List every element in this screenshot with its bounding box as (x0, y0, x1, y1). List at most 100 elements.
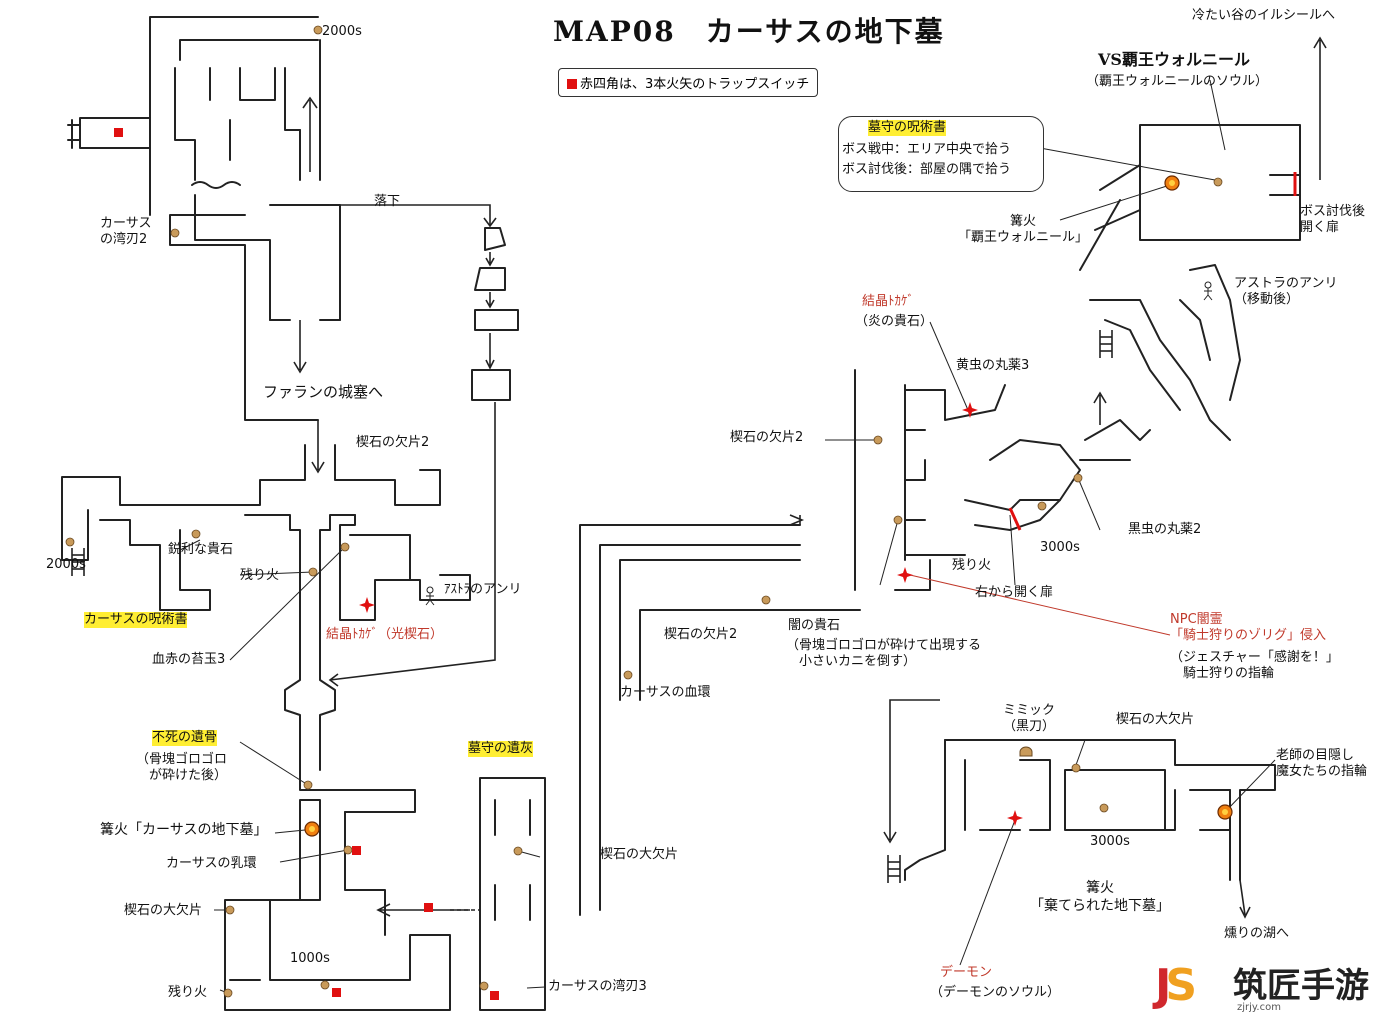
label-bonfire-wolnir: 篝火 「覇王ウォルニール」 (958, 214, 1089, 246)
item-marker-5 (340, 542, 350, 552)
label-souls-2000-left: 2000s (46, 557, 86, 572)
wall-segment-20 (854, 369, 1006, 591)
wall-segment-6 (61, 444, 306, 561)
item-marker-7 (343, 845, 353, 855)
label-large-titanite-1: 楔石の大欠片 (124, 903, 203, 918)
label-souls-2000-top: 2000s (322, 24, 362, 39)
item-marker-15 (873, 435, 883, 445)
item-marker-6 (303, 780, 313, 790)
wall-segment-24 (894, 554, 966, 591)
leader-line-0 (179, 539, 201, 551)
corridor-arrow (789, 514, 805, 526)
label-sharp-gem: 鋭利な貴石 (168, 542, 234, 557)
fall-arrowhead-3 (485, 292, 495, 309)
label-large-titanite-2: 楔石の大欠片 (600, 847, 679, 862)
watermark-mark: JS (1155, 960, 1197, 1011)
leader-line-21 (959, 819, 1016, 966)
leader-line-19 (1075, 739, 1086, 766)
item-marker-10 (320, 980, 330, 990)
enemy-star-icon-1 (962, 402, 978, 418)
wall-segment-8 (334, 444, 441, 506)
wall-segment-1 (174, 67, 301, 181)
fall-path-arrow (270, 204, 491, 225)
item-marker-17 (1073, 473, 1083, 483)
label-crystal-lizard-2-note: （炎の貴石） (855, 314, 934, 329)
label-mimic: ミミック （黒刀） (1003, 703, 1056, 735)
item-marker-12 (479, 981, 489, 991)
label-ember-3: 残り火 (952, 558, 992, 573)
label-titanite-shard-2-c: 楔石の欠片2 (730, 430, 804, 445)
leader-line-16 (1059, 184, 1171, 221)
ladder-lower-icon (887, 855, 901, 883)
item-marker-9 (223, 988, 233, 998)
wall-segment-16 (579, 524, 801, 916)
wall-segment-21 (904, 429, 926, 521)
wall-segment-17 (619, 559, 861, 701)
label-npc-phantom: NPC闇霊 「騎士狩りのゾリグ」侵入 (1170, 612, 1327, 644)
leader-line-5 (279, 849, 349, 863)
item-marker-1 (170, 228, 180, 238)
leader-line-17 (1209, 79, 1226, 151)
trap-switch-3 (332, 988, 341, 997)
label-undead-bone-shard: 不死の遺骨 (152, 730, 218, 747)
label-smouldering-lake: 燻りの湖へ (1224, 926, 1290, 941)
enemy-star-icon-2 (897, 567, 913, 583)
down-to-lower-arrow (883, 699, 940, 844)
label-door-after-boss: ボス討伐後 開く扉 (1300, 204, 1366, 236)
watermark-logo: JS 筑匠手游 zjrjy.com (1155, 958, 1391, 1018)
bonfire-core-2 (1222, 809, 1228, 815)
wall-segment-7 (99, 519, 211, 611)
label-carthus-shotel-3: カーサスの湾刃3 (548, 979, 647, 994)
label-grave-warden-note-1: ボス戦中：エリア中央で拾う (842, 142, 1012, 157)
item-marker-8 (225, 905, 235, 915)
watermark-name: 筑匠手游 (1233, 966, 1369, 1006)
label-grave-warden-pyromancy: 墓守の呪術書 (868, 120, 947, 137)
fall-arrowhead-4 (485, 333, 495, 370)
wall-segment-15 (479, 777, 546, 1011)
label-boss-name: VS覇王ウォルニール (1098, 50, 1250, 69)
trap-switch-legend-marker (567, 79, 577, 89)
label-titanite-shard-2-b: 楔石の欠片2 (664, 627, 738, 642)
item-marker-3 (191, 529, 201, 539)
label-undead-bone-note: （骨塊ゴロゴロ が砕けた後） (136, 752, 228, 784)
leader-line-12 (929, 321, 969, 411)
leader-line-11 (879, 519, 899, 586)
mimic-chest-icon (1019, 746, 1033, 757)
label-carthus-pyromancy: カーサスの呪術書 (84, 612, 188, 629)
label-black-bug-pellet: 黒虫の丸薬2 (1128, 522, 1202, 537)
label-souls-1000: 1000s (290, 951, 330, 966)
label-demon-soul: （デーモンのソウル） (930, 985, 1061, 1000)
wall-segment-13 (224, 799, 451, 1011)
leader-line-3 (239, 741, 309, 786)
label-souls-3000-b: 3000s (1090, 834, 1130, 849)
door-right-open-icon (1008, 507, 1022, 531)
wall-segment-28 (1179, 264, 1241, 401)
wall-segment-29 (1079, 419, 1151, 461)
map-title: MAP08 カーサスの地下墓 (553, 15, 945, 48)
item-marker-20 (1071, 763, 1081, 773)
wall-segment-12 (349, 534, 411, 581)
ladder-right-upper-icon (1099, 330, 1113, 358)
trap-switch-4 (490, 991, 499, 1000)
farron-arrow (293, 320, 307, 374)
label-blood-red-moss: 血赤の苔玉3 (152, 652, 226, 667)
label-crystal-lizard-2: 結晶ﾄｶｹﾞ (862, 294, 915, 309)
label-anri-2: アストラのアンリ （移動後） (1234, 276, 1338, 308)
label-fall: 落下 (374, 194, 401, 209)
leader-line-9 (526, 986, 546, 989)
arrow-up-top (302, 96, 318, 172)
wall-segment-9 (244, 514, 416, 813)
leader-line-14 (1009, 514, 1016, 586)
wall-segment-2 (194, 39, 321, 321)
label-ember-2: 残り火 (168, 985, 208, 1000)
wall-segment-26 (1079, 164, 1141, 271)
leader-line-2 (229, 546, 346, 661)
legend: 赤四角は、3本火矢のトラップスイッチ (558, 68, 819, 97)
label-blindfold-ring: 老師の目隠し 魔女たちの指輪 (1276, 748, 1368, 780)
label-ember-1: 残り火 (240, 568, 280, 583)
wall-segment-19 (471, 309, 519, 401)
item-marker-18 (1037, 501, 1047, 511)
item-marker-0 (313, 25, 323, 35)
irithyll-arrow (1313, 36, 1327, 180)
label-souls-3000-a: 3000s (1040, 540, 1080, 555)
